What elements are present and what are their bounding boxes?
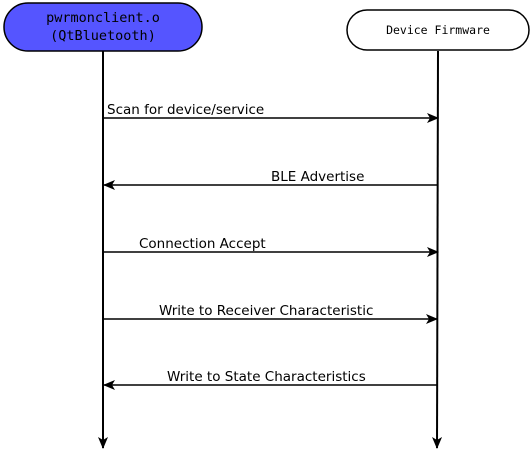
message-write-receiver: Write to Receiver Characteristic (103, 303, 438, 324)
firmware-actor: Device Firmware (346, 9, 530, 51)
message-write-state: Write to State Characteristics (103, 369, 437, 390)
client-actor-framework: (QtBluetooth) (50, 28, 156, 44)
client-actor-name: pwrmonclient.o (46, 10, 160, 26)
message-advertise: BLE Advertise (103, 169, 438, 190)
client-actor-shape (3, 2, 203, 52)
message-write-receiver-label: Write to Receiver Characteristic (159, 303, 373, 319)
message-write-state-label: Write to State Characteristics (167, 369, 366, 385)
message-advertise-label: BLE Advertise (271, 169, 364, 185)
message-scan-label: Scan for device/service (107, 102, 264, 118)
firmware-lifeline (432, 50, 443, 449)
message-scan: Scan for device/service (103, 102, 439, 123)
message-connection: Connection Accept (103, 236, 439, 257)
client-actor: pwrmonclient.o (QtBluetooth) (3, 2, 203, 52)
firmware-actor-shape (346, 9, 530, 51)
firmware-actor-name: Device Firmware (386, 23, 490, 37)
message-connection-label: Connection Accept (139, 236, 266, 252)
